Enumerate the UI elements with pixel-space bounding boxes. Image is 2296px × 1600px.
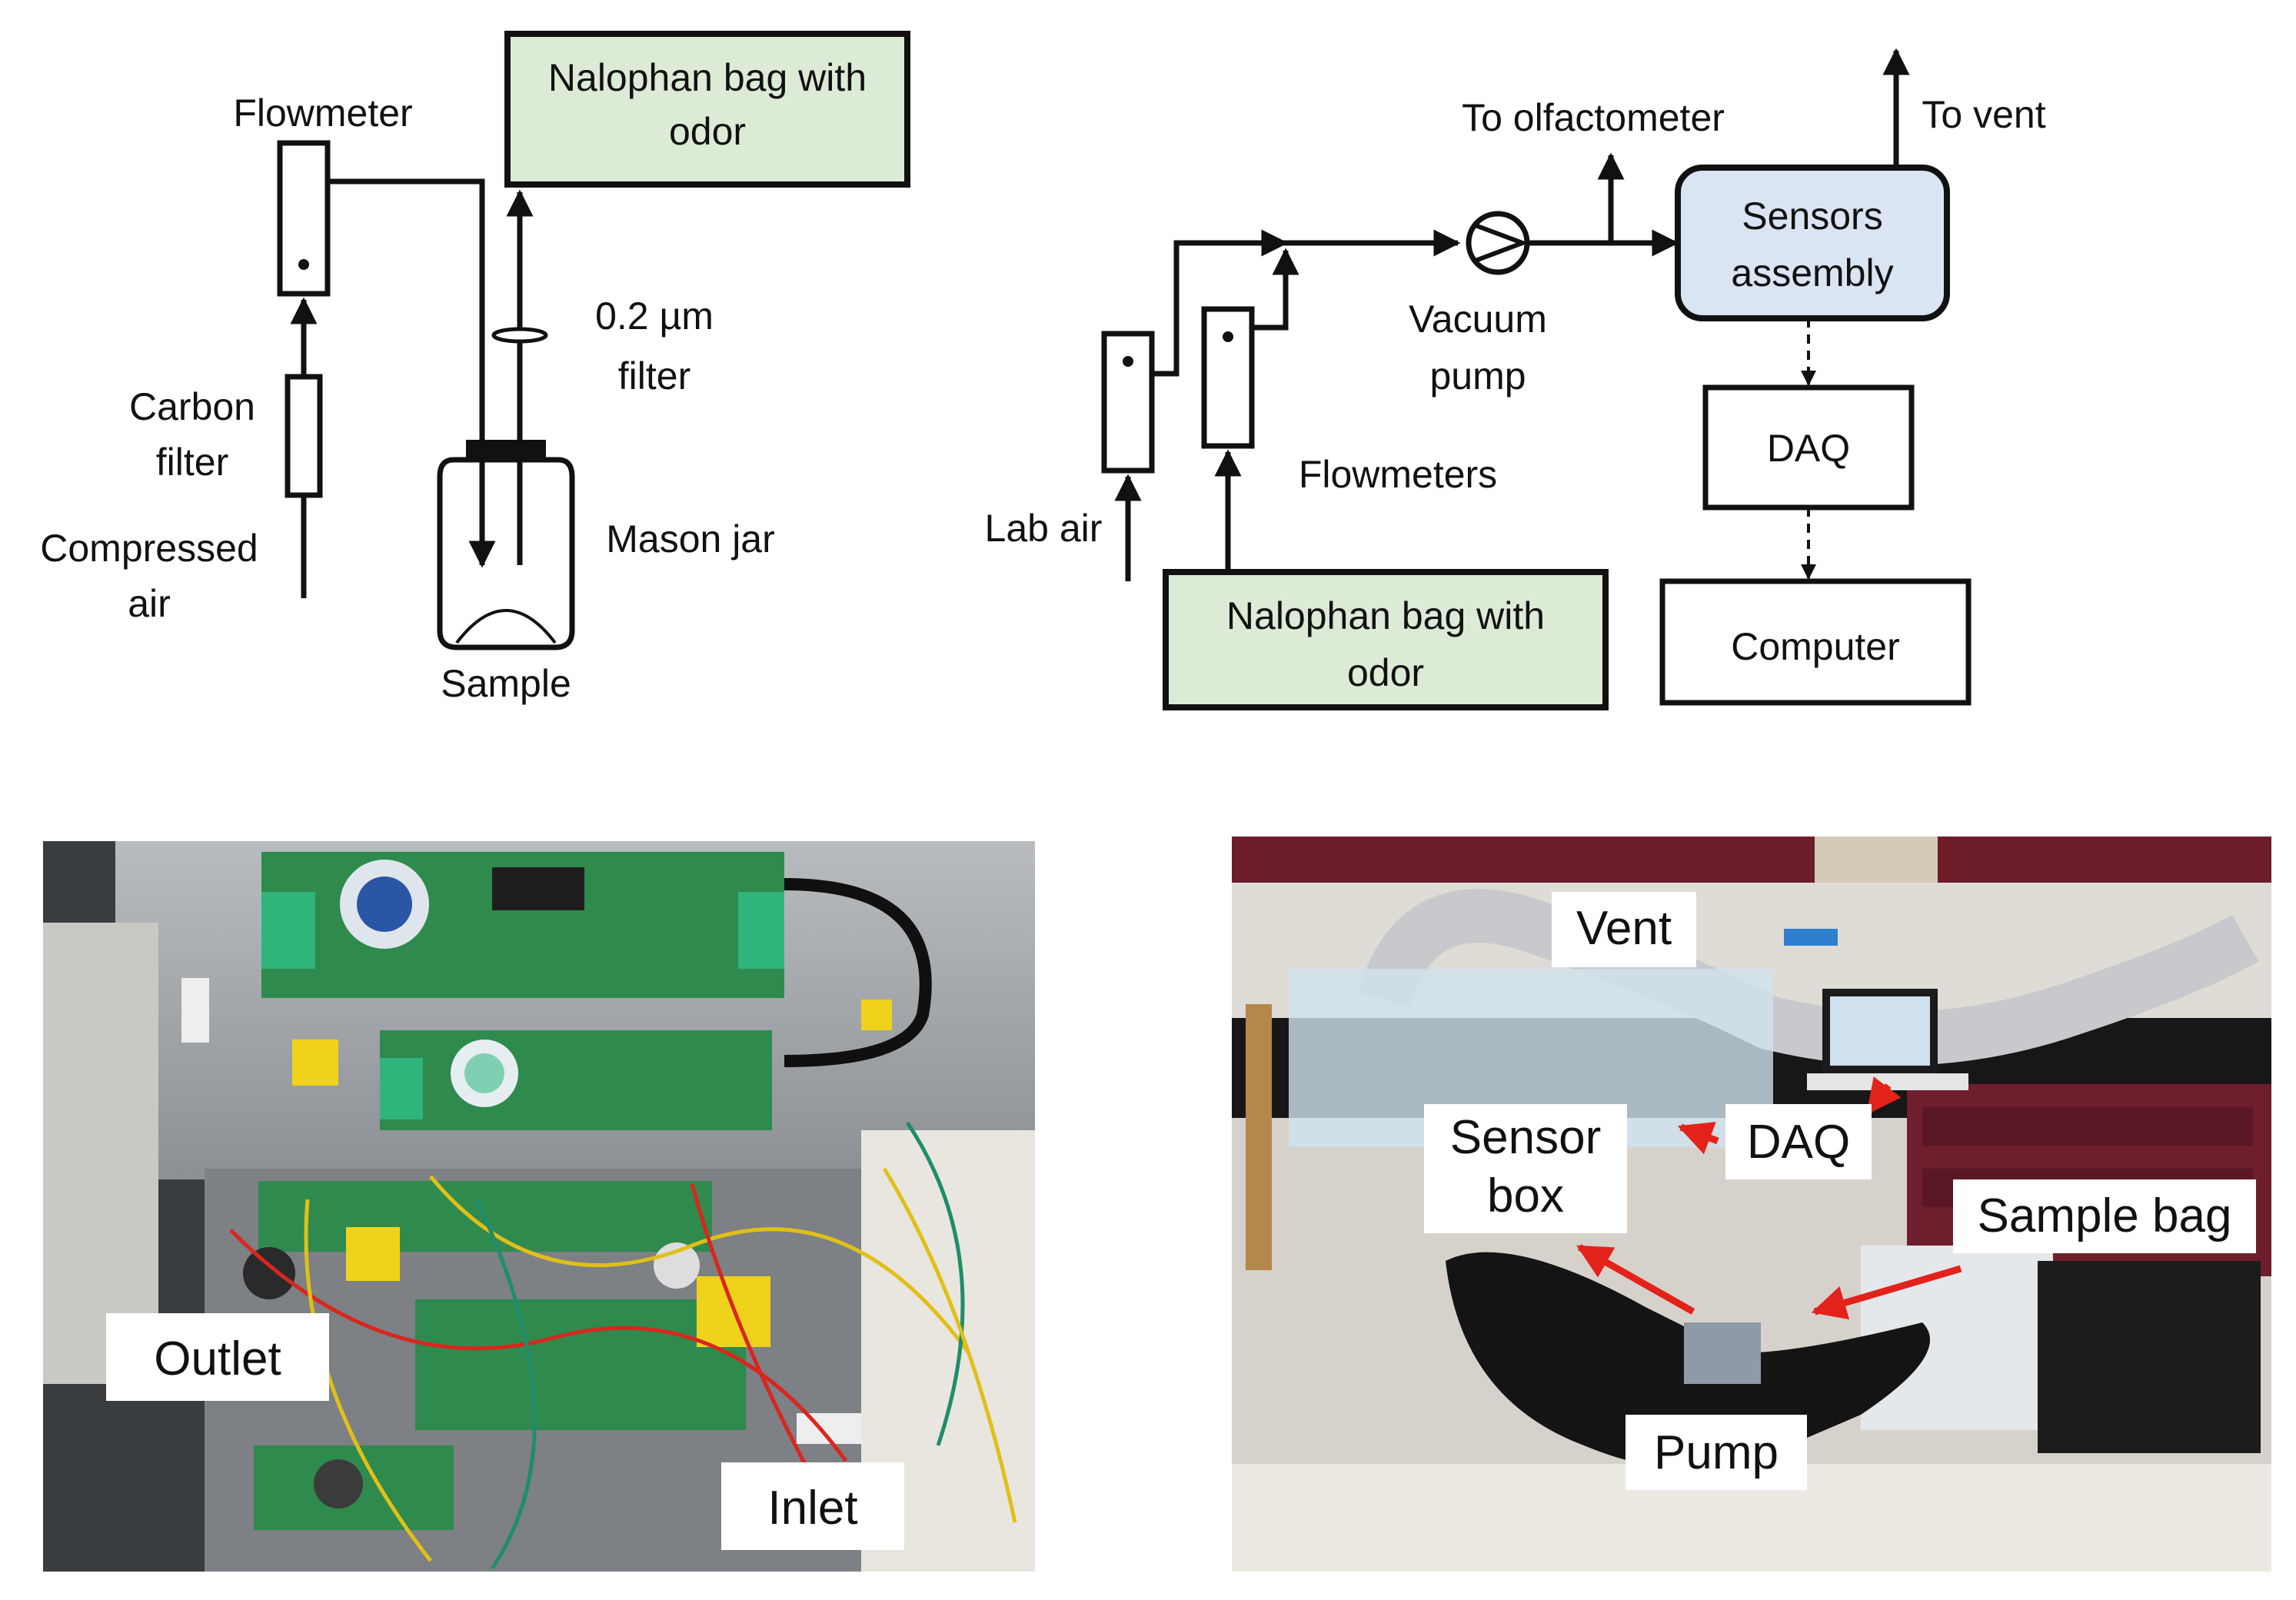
vacuum-pump-triangle bbox=[1472, 222, 1529, 264]
label-computer: Computer bbox=[1731, 625, 1900, 668]
pump-device bbox=[1684, 1322, 1761, 1384]
red-arrows bbox=[1576, 1076, 1962, 1320]
label-filter-2: filter bbox=[618, 354, 690, 398]
label-bag-a-2: odor bbox=[669, 110, 746, 153]
black-cable bbox=[784, 878, 932, 1067]
label-sensors-1: Sensors bbox=[1742, 195, 1882, 238]
label-flowmeter: Flowmeter bbox=[233, 91, 412, 135]
label-sensor-box-1: Sensor bbox=[1450, 1111, 1601, 1164]
outlet-label-box bbox=[106, 1313, 329, 1401]
label-sample-bag: Sample bag bbox=[1978, 1189, 2232, 1242]
white-fitting bbox=[181, 978, 209, 1043]
label-bag-b-1: Nalophan bag with bbox=[1226, 594, 1545, 637]
label-pump-1: Vacuum bbox=[1409, 298, 1547, 341]
terminal-block-2 bbox=[738, 892, 784, 969]
carbon-filter-box bbox=[285, 374, 323, 498]
daq-box bbox=[1702, 384, 1915, 511]
blue-tape bbox=[1784, 929, 1838, 946]
label-air-1: Compressed bbox=[40, 527, 258, 570]
pump-label-box bbox=[1626, 1415, 1807, 1490]
computer-box bbox=[1659, 578, 1972, 706]
black-bin bbox=[2038, 1261, 2261, 1453]
inlet-label-box bbox=[721, 1462, 904, 1550]
wooden-stand bbox=[1246, 1004, 1272, 1270]
diagram-b-labels: To olfactometer To vent Sensors assembly… bbox=[985, 93, 2046, 694]
vent-label-box bbox=[1552, 892, 1696, 967]
photo-sensor-box: Outlet Inlet bbox=[43, 841, 1035, 1572]
sensors-assembly-box bbox=[1675, 165, 1950, 321]
label-lab-air: Lab air bbox=[985, 507, 1103, 550]
label-bag-b-2: odor bbox=[1347, 651, 1424, 694]
connector-upper bbox=[492, 867, 584, 910]
flowmeter-ball bbox=[298, 259, 309, 270]
nalophan-bag-box bbox=[504, 31, 910, 188]
label-vent: Vent bbox=[1576, 902, 1672, 955]
nalophan-bag-box-b bbox=[1163, 569, 1609, 710]
diagram-sample-collection bbox=[277, 31, 910, 650]
label-bag-a-1: Nalophan bag with bbox=[548, 56, 867, 99]
daq-label-box bbox=[1725, 1104, 1872, 1179]
bubble-wrap bbox=[43, 923, 158, 1384]
label-daq-photo: DAQ bbox=[1747, 1116, 1850, 1169]
label-daq-b: DAQ bbox=[1767, 427, 1850, 470]
label-to-olfactometer: To olfactometer bbox=[1462, 96, 1725, 139]
label-pump-2: pump bbox=[1429, 354, 1526, 398]
label-sample: Sample bbox=[441, 662, 571, 705]
label-pump-photo: Pump bbox=[1654, 1426, 1779, 1479]
flowmeter-bag bbox=[1201, 306, 1255, 449]
label-inlet: Inlet bbox=[767, 1482, 857, 1535]
yellow-tape-2 bbox=[346, 1227, 400, 1281]
flowmeter-lab-air bbox=[1101, 331, 1155, 474]
wires bbox=[229, 1121, 1017, 1570]
diagram-measurement-setup bbox=[1101, 48, 1972, 710]
pipe-lab-air-to-main bbox=[1152, 229, 1289, 377]
flowmeter-lab-air-ball bbox=[1123, 356, 1133, 367]
terminal-block-1 bbox=[261, 892, 315, 969]
membrane-filter bbox=[491, 327, 548, 344]
label-sensors-2: assembly bbox=[1731, 251, 1893, 294]
flowmeter-box bbox=[277, 140, 331, 297]
mason-jar-lid bbox=[466, 440, 546, 460]
sensor-box-label-box bbox=[1424, 1104, 1627, 1233]
pipe-bag-to-main bbox=[1252, 248, 1299, 331]
sample-bag-label-box bbox=[1953, 1179, 2256, 1253]
label-to-vent: To vent bbox=[1922, 93, 2045, 136]
label-air-2: air bbox=[128, 582, 171, 625]
label-carbon-2: filter bbox=[156, 441, 228, 484]
label-mason-jar: Mason jar bbox=[606, 517, 775, 560]
upper-cabinet bbox=[1232, 837, 2271, 883]
label-flowmeters: Flowmeters bbox=[1299, 453, 1497, 496]
flowmeter-bag-ball bbox=[1223, 331, 1233, 342]
sample-mound bbox=[455, 609, 557, 644]
pipe-flowmeter-to-jar bbox=[328, 178, 496, 568]
photo-lab-bench: Vent Sensor box DAQ Sample bag Pump bbox=[1232, 837, 2271, 1572]
label-sensor-box-2: box bbox=[1487, 1169, 1564, 1222]
label-carbon-1: Carbon bbox=[129, 385, 255, 428]
label-outlet: Outlet bbox=[154, 1332, 281, 1385]
mason-jar-body bbox=[437, 457, 575, 650]
pcb-middle bbox=[380, 1030, 772, 1130]
yellow-tape-1 bbox=[292, 1040, 338, 1086]
diagram-a-labels: Nalophan bag with odor Flowmeter 0.2 µm … bbox=[40, 56, 867, 705]
label-filter-1: 0.2 µm bbox=[595, 294, 714, 338]
